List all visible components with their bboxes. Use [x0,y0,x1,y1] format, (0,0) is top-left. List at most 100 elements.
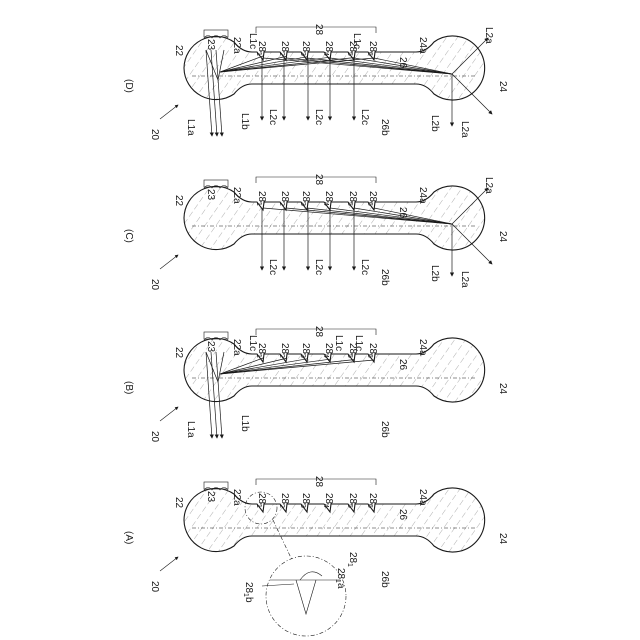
label-28-4-main: 28 [323,493,334,505]
ref-20: 20 [149,581,160,593]
label-24: 24 [497,81,508,93]
label-23: 23 [205,189,216,201]
label-281a-main: 28 [335,568,346,580]
label-28-4-main: 28 [323,41,334,53]
label-23: 23 [205,39,216,51]
label-l2c-1: L2c [267,259,278,275]
label-28-6-main: 28 [367,41,378,53]
label-28-6-main: 28 [367,191,378,203]
panel-label: (D) [123,79,134,93]
label-281a-tail: a [335,583,346,589]
label-l2a-top: L2a [483,177,494,194]
label-28-5-main: 28 [347,493,358,505]
label-28-4-main: 28 [323,191,334,203]
label-l1b: L1b [239,415,250,432]
label-281b-tail: b [243,597,254,603]
label-26b: 26b [379,421,390,438]
label-22: 22 [173,347,184,359]
label-l2c-3: L2c [359,259,370,275]
ref-20-arrow [160,557,178,571]
label-28-2-main: 28 [279,191,290,203]
label-24: 24 [497,231,508,243]
label-28-5-main: 28 [347,191,358,203]
label-l2c-2: L2c [313,259,324,275]
label-26: 26 [397,509,408,521]
label-28-1b: 281b [242,582,254,603]
label-l2c-1: L2c [267,109,278,125]
panel-b: (B)20222322a24a262426b282812822832842852… [123,326,508,443]
label-23: 23 [205,341,216,353]
label-l1b: L1b [239,113,250,130]
notch-curve [300,572,322,580]
label-22a: 22a [231,339,242,356]
label-22: 22 [173,195,184,207]
detail-magnified-circle [266,556,346,636]
label-24a: 24a [417,187,428,204]
panel-a: (A)20222322a24a262426b282812822832842852… [123,476,508,636]
label-28-2-main: 28 [279,493,290,505]
label-28: 28 [313,174,324,186]
label-24: 24 [497,533,508,545]
panel-label: (B) [123,381,134,394]
label-l2b: L2b [429,265,440,282]
ref-20: 20 [149,129,160,141]
panel-c: (C)20222322a24a262426b282812822832842852… [123,174,508,291]
label-l2c-2: L2c [313,109,324,125]
label-26b: 26b [379,119,390,136]
ref-20-arrow [160,105,178,119]
ref-20-arrow [160,255,178,269]
label-l1c-2: L1c [333,335,344,351]
panel-label: (A) [123,531,134,544]
label-23: 23 [205,491,216,503]
label-l1c-1: L1c [247,33,258,49]
label-24a: 24a [417,37,428,54]
label-28-1a: 281a [334,568,346,589]
label-22a: 22a [231,187,242,204]
label-l2a-top: L2a [483,27,494,44]
label-26: 26 [397,359,408,371]
label-28-6-main: 28 [367,343,378,355]
label-l1c-3: L1c [353,335,364,351]
label-l2c-3: L2c [359,109,370,125]
label-l2b: L2b [429,115,440,132]
label-28: 28 [313,24,324,36]
label-281-sub: 1 [346,563,353,567]
panel-label: (C) [123,229,134,243]
label-l1a: L1a [185,119,196,136]
label-22a: 22a [231,37,242,54]
label-28: 28 [313,326,324,338]
label-28-3-main: 28 [300,343,311,355]
label-281b-main: 28 [243,582,254,594]
ref-20-arrow [160,407,178,421]
label-28-1-main: 28 [256,493,267,505]
label-l2a-bottom: L2a [459,121,470,138]
label-l2a-bottom: L2a [459,271,470,288]
label-281-main: 28 [347,552,358,564]
label-28-3-main: 28 [300,493,311,505]
label-24a: 24a [417,339,428,356]
label-28: 28 [313,476,324,488]
label-28-3-main: 28 [300,191,311,203]
label-28-6-main: 28 [367,493,378,505]
label-28-2-main: 28 [279,41,290,53]
label-l1c-2: L1c [351,33,362,49]
ref-20: 20 [149,431,160,443]
label-28-4-main: 28 [323,343,334,355]
label-22a: 22a [231,489,242,506]
label-26b: 26b [379,269,390,286]
panel-d: (D)20222322a24a262426b282812822832842852… [123,24,508,141]
ref-20: 20 [149,279,160,291]
label-28-3-main: 28 [300,41,311,53]
label-28-1-detail: 281 [346,552,358,567]
label-26b: 26b [379,571,390,588]
label-l1c-1: L1c [247,335,258,351]
leader-281b [262,584,294,586]
label-24: 24 [497,383,508,395]
label-22: 22 [173,497,184,509]
label-28-2-main: 28 [279,343,290,355]
label-28-1-main: 28 [256,191,267,203]
label-l1a: L1a [185,421,196,438]
label-24a: 24a [417,489,428,506]
